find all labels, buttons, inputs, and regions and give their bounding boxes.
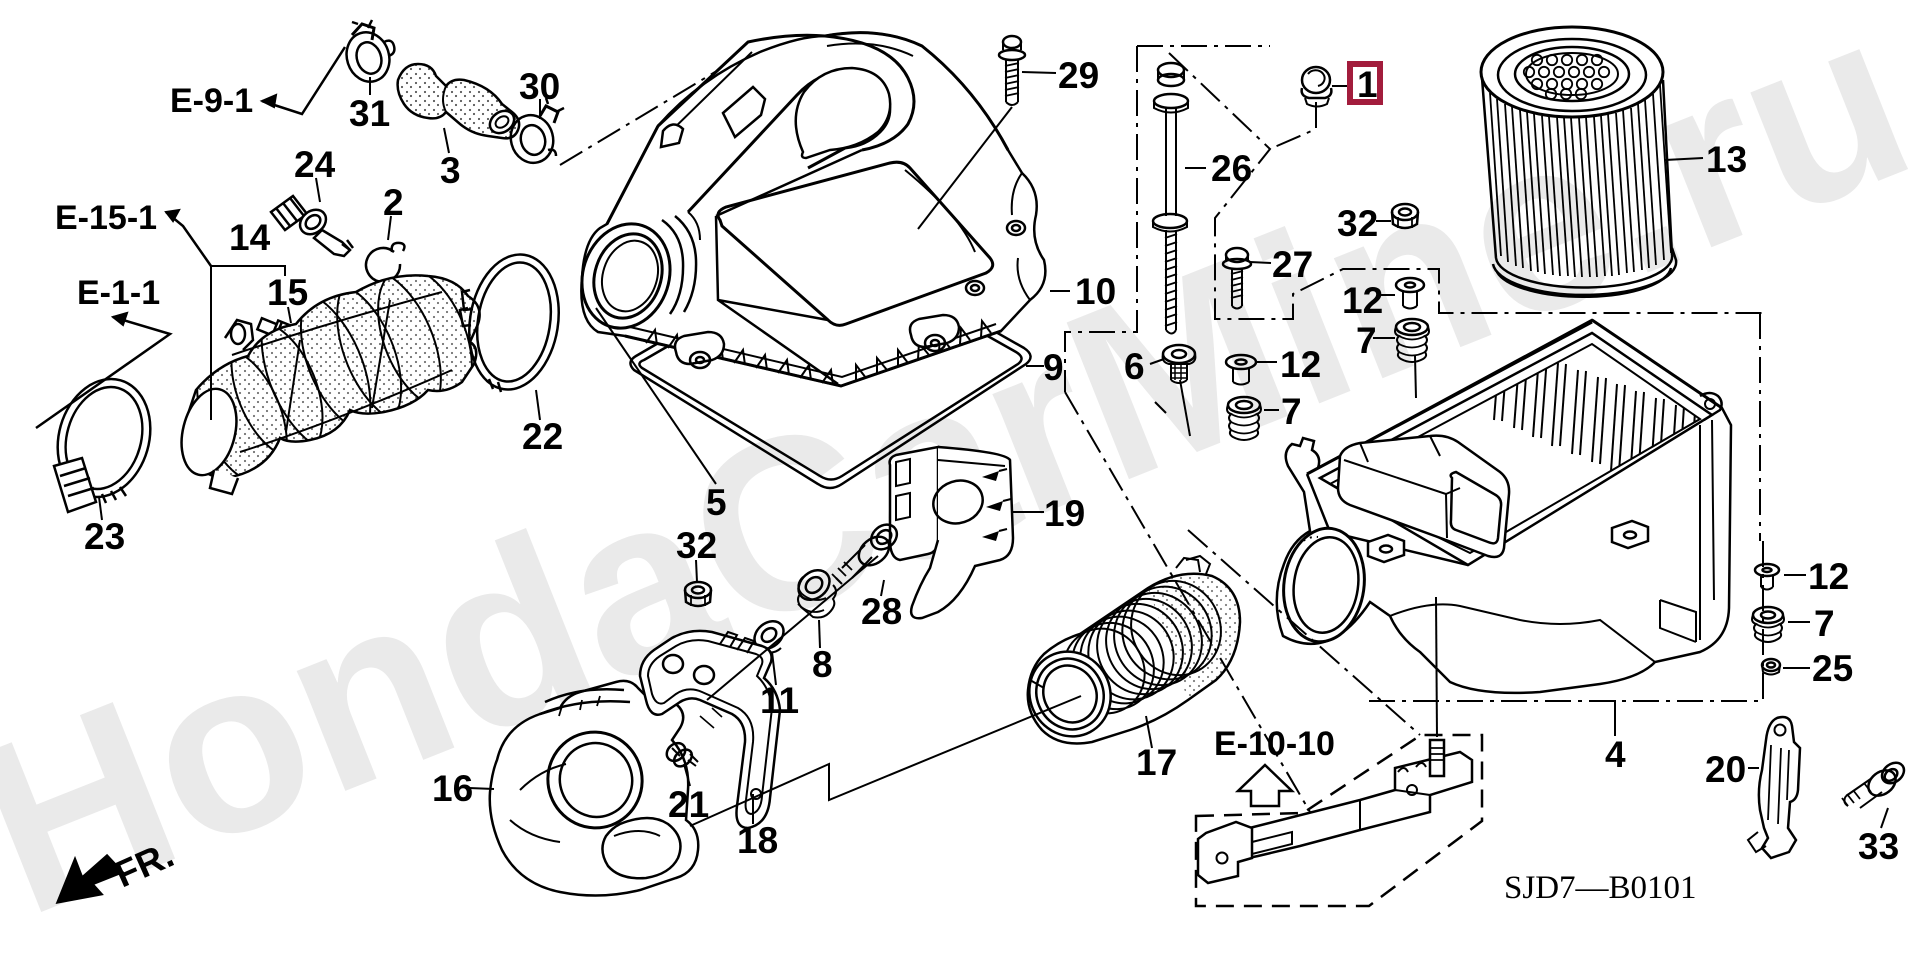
svg-text:E-10-10: E-10-10 — [1214, 725, 1335, 763]
svg-text:10: 10 — [1075, 271, 1116, 312]
svg-text:27: 27 — [1272, 244, 1313, 285]
svg-text:1: 1 — [1357, 64, 1378, 105]
svg-text:22: 22 — [522, 416, 563, 457]
svg-text:25: 25 — [1812, 648, 1853, 689]
svg-text:29: 29 — [1058, 55, 1099, 96]
svg-text:28: 28 — [861, 591, 902, 632]
svg-text:30: 30 — [519, 66, 560, 107]
svg-text:6: 6 — [1124, 346, 1145, 387]
svg-text:E-9-1: E-9-1 — [170, 82, 253, 120]
svg-text:7: 7 — [1814, 603, 1835, 644]
svg-text:17: 17 — [1136, 742, 1177, 783]
svg-text:11: 11 — [760, 680, 799, 721]
svg-text:8: 8 — [812, 644, 833, 685]
svg-text:33: 33 — [1858, 826, 1899, 867]
svg-text:24: 24 — [294, 144, 336, 185]
svg-text:2: 2 — [383, 182, 404, 223]
svg-text:15: 15 — [267, 272, 308, 313]
svg-text:E-15-1: E-15-1 — [55, 199, 157, 237]
svg-text:14: 14 — [229, 217, 271, 258]
svg-text:4: 4 — [1605, 734, 1626, 775]
svg-text:12: 12 — [1280, 344, 1321, 385]
svg-text:18: 18 — [737, 820, 778, 861]
svg-text:7: 7 — [1281, 391, 1302, 432]
svg-text:12: 12 — [1342, 280, 1383, 321]
svg-text:19: 19 — [1044, 493, 1085, 534]
svg-text:32: 32 — [1337, 203, 1378, 244]
svg-text:21: 21 — [668, 784, 709, 825]
svg-text:26: 26 — [1211, 148, 1252, 189]
svg-text:32: 32 — [676, 525, 717, 566]
svg-text:E-1-1: E-1-1 — [77, 274, 160, 312]
svg-text:12: 12 — [1808, 556, 1849, 597]
svg-text:SJD7—B0101: SJD7—B0101 — [1504, 870, 1697, 906]
svg-text:3: 3 — [440, 150, 461, 191]
svg-text:31: 31 — [349, 93, 390, 134]
svg-text:5: 5 — [706, 482, 727, 523]
svg-text:7: 7 — [1356, 320, 1377, 361]
svg-text:23: 23 — [84, 516, 125, 557]
svg-text:16: 16 — [432, 768, 473, 809]
svg-text:9: 9 — [1043, 347, 1064, 388]
svg-text:13: 13 — [1706, 139, 1747, 180]
svg-text:20: 20 — [1705, 749, 1746, 790]
